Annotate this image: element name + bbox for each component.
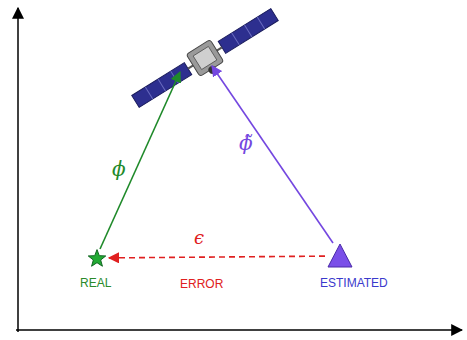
satellite-icon: [129, 4, 285, 117]
estimated-position: ESTIMATED: [320, 243, 388, 290]
x-axis: [16, 329, 462, 331]
y-axis: [17, 8, 19, 332]
error-arrow: [109, 256, 325, 258]
estimated-range-symbol: ϕ̃: [239, 132, 253, 154]
true-range-symbol: ϕ: [112, 158, 126, 180]
point-label: REAL: [80, 276, 111, 290]
error-symbol: ϵ: [194, 228, 204, 248]
estimated-range-arrow: [212, 66, 333, 243]
point-label: ESTIMATED: [320, 276, 388, 290]
edge-label: ERROR: [178, 277, 225, 291]
triangle-symbol: [327, 243, 353, 269]
real-position: REAL: [80, 248, 111, 290]
true-range-arrow: [100, 72, 180, 249]
star-symbol: [87, 248, 107, 268]
